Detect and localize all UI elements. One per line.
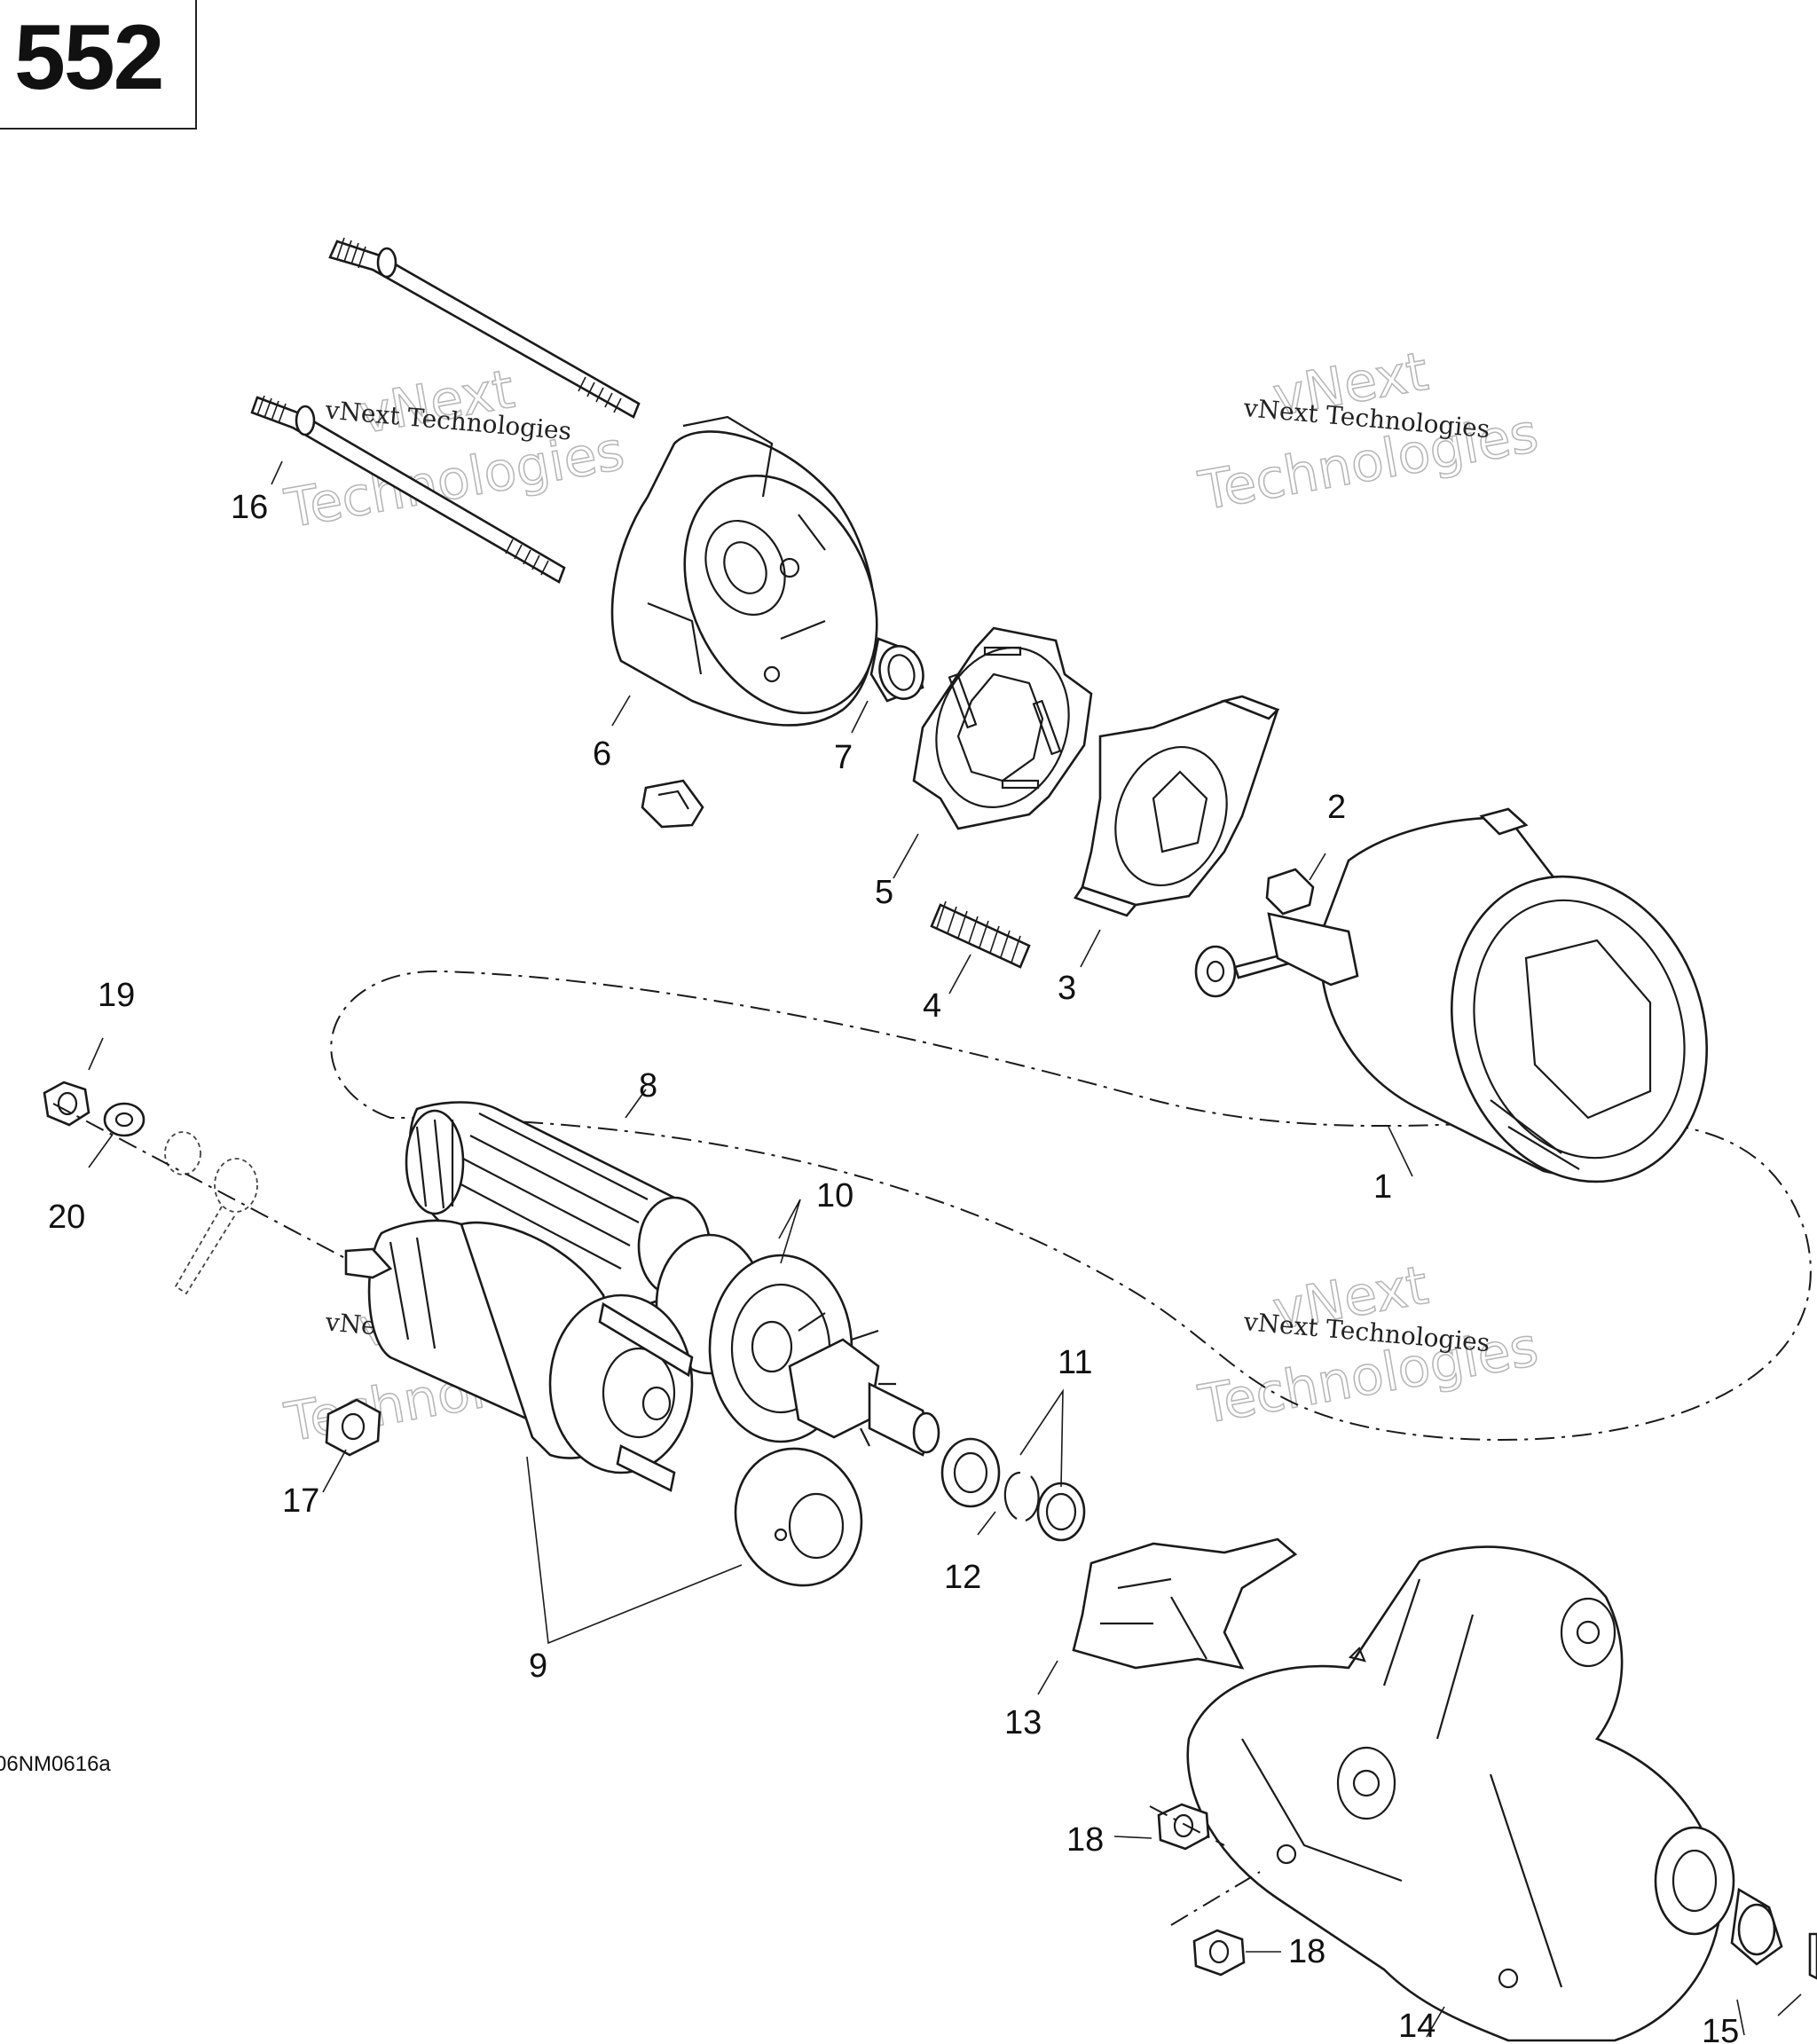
clutch-pinion bbox=[655, 1233, 940, 1457]
callout-13: 13 bbox=[1004, 1704, 1042, 1741]
callout-7: 7 bbox=[834, 739, 853, 776]
drive-housing bbox=[1186, 1545, 1735, 2042]
terminal-axis-line bbox=[52, 1103, 356, 1264]
washer-11a bbox=[940, 1437, 1001, 1508]
ghost-terminal bbox=[164, 1131, 258, 1295]
spring bbox=[930, 900, 1031, 969]
callout-9: 9 bbox=[529, 1647, 547, 1685]
leader-lines bbox=[88, 460, 1802, 2038]
callout-2: 2 bbox=[1327, 789, 1346, 826]
nut-axis-line-b bbox=[1170, 1871, 1261, 1926]
nut-19 bbox=[43, 1081, 90, 1127]
flange-nut-18a bbox=[1157, 1803, 1210, 1851]
through-bolt-lower bbox=[250, 395, 566, 584]
nut-axis-line-a bbox=[1149, 1805, 1225, 1846]
callout-4: 4 bbox=[923, 987, 941, 1025]
bushing bbox=[869, 637, 924, 703]
callout-3: 3 bbox=[1058, 970, 1076, 1007]
page-number: 552 bbox=[14, 6, 165, 109]
callout-5: 5 bbox=[875, 874, 893, 911]
callout-11: 11 bbox=[1058, 1344, 1092, 1381]
drawing-code: 06NM0616a bbox=[0, 1752, 111, 1776]
grommet bbox=[641, 779, 704, 829]
shift-lever bbox=[1072, 1537, 1298, 1670]
brush-holder bbox=[1073, 695, 1280, 917]
flange-nut-18b bbox=[1192, 1929, 1246, 1977]
callout-19: 19 bbox=[98, 977, 135, 1014]
drive-end-cap bbox=[734, 1447, 863, 1587]
brush-plate bbox=[912, 626, 1093, 830]
callout-labels: 1 2 3 4 5 6 7 8 9 10 11 12 13 14 15 16 1… bbox=[48, 489, 1739, 2044]
nut-17 bbox=[325, 1398, 381, 1457]
brush bbox=[1265, 868, 1315, 916]
callout-10: 10 bbox=[816, 1177, 853, 1215]
callout-14: 14 bbox=[1398, 2008, 1436, 2044]
callout-20: 20 bbox=[48, 1199, 85, 1236]
callout-16: 16 bbox=[231, 489, 268, 526]
callout-8: 8 bbox=[639, 1067, 657, 1105]
yoke-housing bbox=[1267, 807, 1709, 1183]
callout-1: 1 bbox=[1373, 1168, 1392, 1206]
callout-17: 17 bbox=[282, 1482, 319, 1520]
callout-6: 6 bbox=[593, 735, 611, 773]
callout-18-upper: 18 bbox=[1066, 1821, 1104, 1859]
callout-12: 12 bbox=[944, 1559, 981, 1596]
washer-11b bbox=[1036, 1482, 1086, 1542]
page-number-box: 552 bbox=[0, 0, 197, 130]
end-cover bbox=[610, 415, 878, 727]
callout-15: 15 bbox=[1702, 2013, 1739, 2044]
bushing-15 bbox=[1730, 1887, 1817, 1980]
through-bolt-upper bbox=[328, 237, 641, 419]
snap-ring-12 bbox=[1003, 1471, 1040, 1522]
lock-washer-20 bbox=[103, 1102, 146, 1137]
callout-18-lower: 18 bbox=[1288, 1933, 1325, 1970]
solenoid bbox=[548, 1293, 694, 1492]
